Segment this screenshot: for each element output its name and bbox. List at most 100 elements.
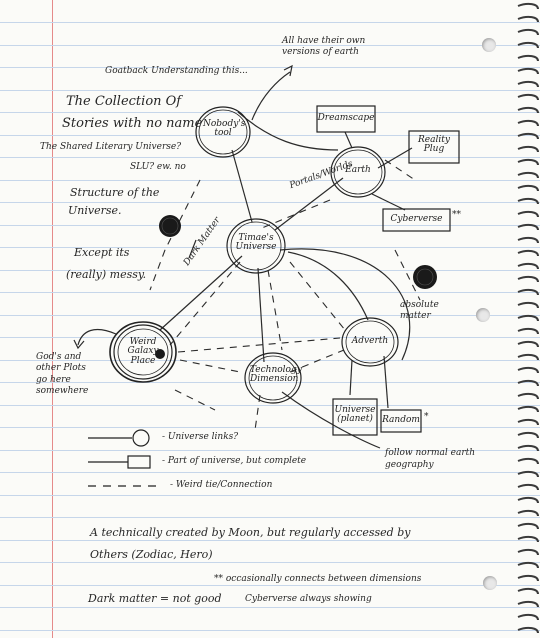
spiral-coil [517, 106, 539, 114]
ruled-line [0, 315, 540, 316]
spiral-coil [517, 236, 539, 244]
link-timae-earth [274, 177, 344, 231]
dash-galaxy-tech [179, 359, 241, 373]
label-cyberverse: Cyberverse [390, 214, 443, 224]
spiral-coil [517, 561, 539, 569]
node-universe-planet-shape [332, 398, 378, 436]
spiral-coil [517, 613, 539, 621]
label-universe-planet: Universe (planet) [334, 405, 376, 425]
arc-timae-adverth-big [279, 248, 411, 361]
spiral-coil [517, 2, 539, 10]
spiral-coil [517, 210, 539, 218]
spiral-coil [517, 223, 539, 231]
spiral-coil [517, 353, 539, 361]
label-earth: Earth [345, 165, 371, 175]
link-earth-dreamscape [344, 131, 353, 149]
ruled-line [0, 405, 540, 406]
spiral-coil [517, 522, 539, 530]
label-dreamscape: Dreamscape [317, 113, 375, 123]
arc-nobody-earth [237, 111, 339, 151]
label-weird-galaxy: Weird Galaxy Place [127, 337, 159, 366]
ruled-line [0, 180, 540, 181]
spiral-binding [517, 2, 539, 634]
spiral-coil [517, 80, 539, 88]
spiral-coil [517, 197, 539, 205]
spiral-coil [517, 145, 539, 153]
spiral-coil [517, 184, 539, 192]
dash-galaxy-adverth [177, 337, 341, 353]
spiral-coil [517, 288, 539, 296]
shared-universe-note: The Shared Literary Universe? [40, 142, 182, 152]
dash-earth-right [384, 159, 416, 181]
ruled-line [0, 337, 540, 338]
ruled-line [0, 472, 540, 473]
spiral-coil [517, 600, 539, 608]
legend-circle-label: - Universe links? [162, 432, 239, 442]
top-note: Goatback Understanding this... [105, 66, 248, 76]
node-adverth-shape [341, 317, 399, 367]
dash-left-2 [164, 179, 201, 251]
ruled-line [0, 67, 540, 68]
except-line1: Except its [74, 246, 130, 259]
spiral-coil [517, 379, 539, 387]
link-timae-adverth [287, 251, 369, 321]
title-line1: The Collection Of [66, 94, 182, 109]
node-reality-plug-shape [408, 130, 460, 164]
structure-line2: Universe. [68, 204, 122, 217]
spiral-coil [517, 496, 539, 504]
spiral-coil [517, 535, 539, 543]
spiral-coil [517, 314, 539, 322]
arc-tech-follow [281, 391, 381, 449]
title-line2: Stories with no name [62, 116, 203, 131]
spiral-coil [517, 15, 539, 23]
dash-left-1 [149, 249, 166, 291]
node-random-shape [380, 409, 422, 433]
dash-timae-galaxy [169, 261, 241, 346]
arc-left-gods [77, 328, 117, 346]
dash-timae-tech [267, 269, 283, 351]
link-timae-galaxy [159, 255, 243, 331]
dash-timae-adverth [289, 261, 346, 331]
spiral-coil [517, 28, 539, 36]
absolute-matter-blob [413, 265, 437, 289]
spiral-coil [517, 392, 539, 400]
follow-earth-note: follow normal earth geography [385, 448, 476, 470]
label-random: Random [382, 415, 420, 425]
spiral-coil [517, 340, 539, 348]
ruled-line [0, 427, 540, 428]
footer-line2: Others (Zodiac, Hero) [90, 548, 213, 561]
punch-hole-top [482, 38, 496, 52]
spiral-coil [517, 509, 539, 517]
spiral-coil [517, 366, 539, 374]
spiral-coil [517, 41, 539, 49]
dash-tech-adverth [289, 349, 345, 373]
stories-no-note: SLU? ew. no [130, 162, 186, 172]
label-timaes-universe: Timae's Universe [235, 233, 277, 253]
legend-box-label: - Part of universe, but complete [162, 456, 307, 466]
random-asterisk: * [424, 412, 429, 422]
spiral-coil [517, 262, 539, 270]
spiral-coil [517, 444, 539, 452]
ruled-line [0, 562, 540, 563]
ruled-line [0, 450, 540, 451]
link-timae-tech [257, 267, 265, 363]
ruled-line [0, 540, 540, 541]
footer-line3: ** occasionally connects between dimensi… [214, 574, 422, 584]
link-nobody-timae [231, 149, 253, 223]
punch-hole-bottom [483, 576, 497, 590]
spiral-coil [517, 431, 539, 439]
ruled-line [0, 45, 540, 46]
spiral-coil [517, 301, 539, 309]
ruled-line [0, 270, 540, 271]
spiral-coil [517, 470, 539, 478]
spiral-coil [517, 405, 539, 413]
ruled-line [0, 607, 540, 608]
spiral-coil [517, 626, 539, 634]
ruled-line [0, 292, 540, 293]
node-earth-shape [330, 146, 386, 198]
spiral-coil [517, 275, 539, 283]
spiral-coil [517, 587, 539, 595]
legend-box-mark [127, 455, 151, 469]
node-dreamscape-shape [316, 105, 376, 133]
margin-line [52, 0, 53, 638]
